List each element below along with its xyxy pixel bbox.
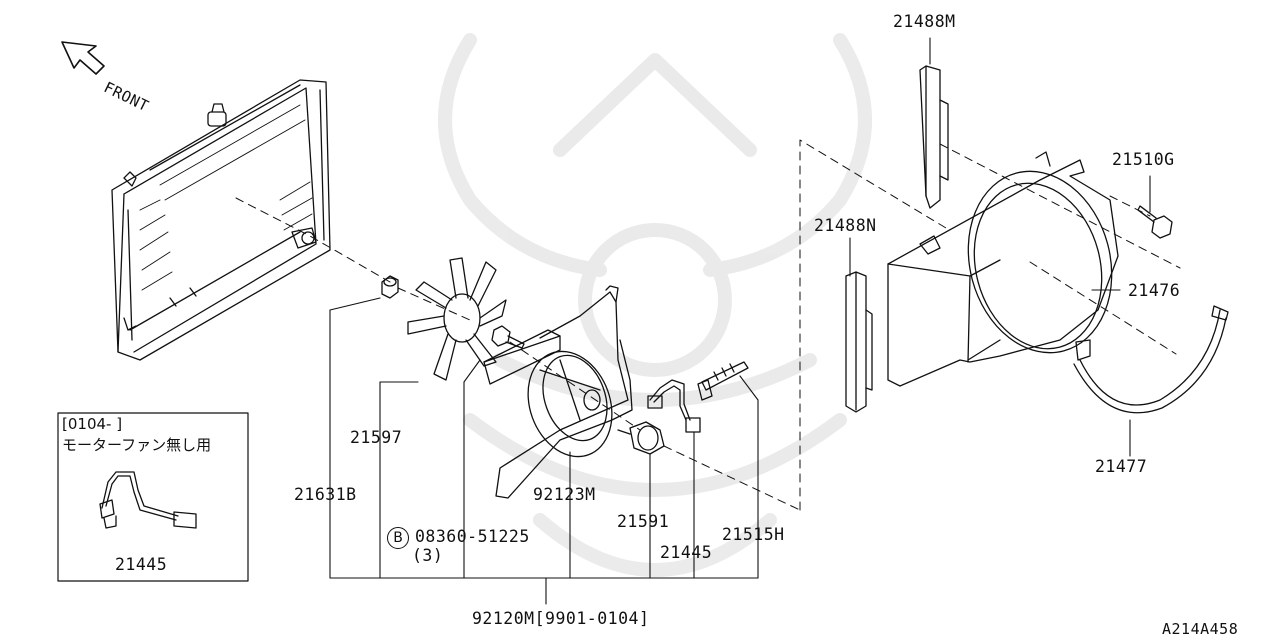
label-21591: 21591 xyxy=(617,512,670,531)
label-21488M: 21488M xyxy=(893,12,956,31)
inset-part-label: 21445 xyxy=(115,555,168,574)
fan-motor xyxy=(617,421,665,455)
label-assembly: 92120M[9901-0104] xyxy=(472,609,650,628)
radiator xyxy=(111,79,331,361)
shroud-bolt xyxy=(1137,205,1173,239)
wire-harness xyxy=(647,379,701,433)
inset-date-range: [0104- ] xyxy=(62,415,123,433)
wire-clip xyxy=(697,361,749,401)
bolt-badge-icon: B xyxy=(387,527,409,549)
hose-band xyxy=(1073,305,1229,414)
label-21476: 21476 xyxy=(1128,281,1181,300)
inset-note: モーターファン無し用 xyxy=(62,436,212,454)
label-21515H: 21515H xyxy=(722,525,785,544)
side-plate-upper xyxy=(919,65,949,209)
side-plate-lower xyxy=(845,271,873,413)
assembly-lines xyxy=(235,139,1181,511)
label-21510G: 21510G xyxy=(1112,150,1175,169)
leader-lines xyxy=(329,37,1151,605)
nut xyxy=(381,275,399,299)
front-arrow-icon xyxy=(61,41,105,75)
label-21488N: 21488N xyxy=(814,216,877,235)
watermark-emblem xyxy=(438,33,872,577)
label-21631B: 21631B xyxy=(294,485,357,504)
diagram-id: A214A458 xyxy=(1162,620,1239,638)
label-92123M: 92123M xyxy=(533,485,596,504)
label-21597: 21597 xyxy=(350,428,403,447)
label-21477: 21477 xyxy=(1095,457,1148,476)
fan-shroud xyxy=(483,285,633,499)
inset-panel xyxy=(57,412,249,582)
label-21445: 21445 xyxy=(660,543,713,562)
fan-blade xyxy=(407,257,507,381)
label-bolt-code: 08360-51225 xyxy=(415,527,530,546)
radiator-shroud xyxy=(887,151,1119,387)
label-bolt-qty: (3) xyxy=(412,546,444,565)
